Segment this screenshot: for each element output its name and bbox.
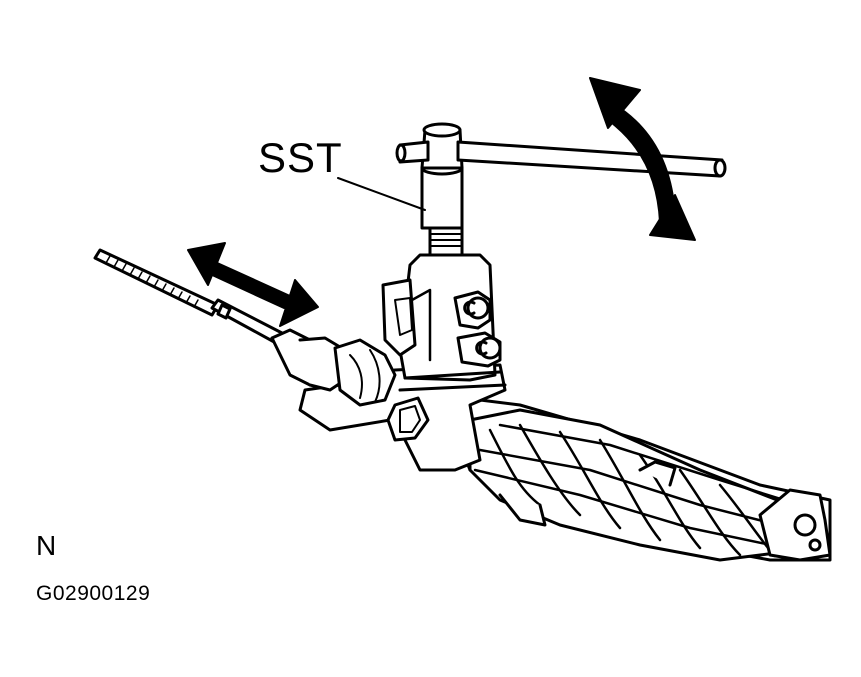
steering-rack-housing (438, 393, 832, 562)
sst-callout-label: SST (258, 134, 343, 181)
figure-id: G02900129 (36, 582, 151, 605)
slide-arrow (187, 242, 319, 327)
sst-leader-line (337, 177, 426, 211)
tie-rod (93, 248, 397, 407)
view-marker: N (36, 530, 57, 561)
rotate-arrow (589, 77, 696, 241)
control-valve-housing (298, 253, 507, 472)
